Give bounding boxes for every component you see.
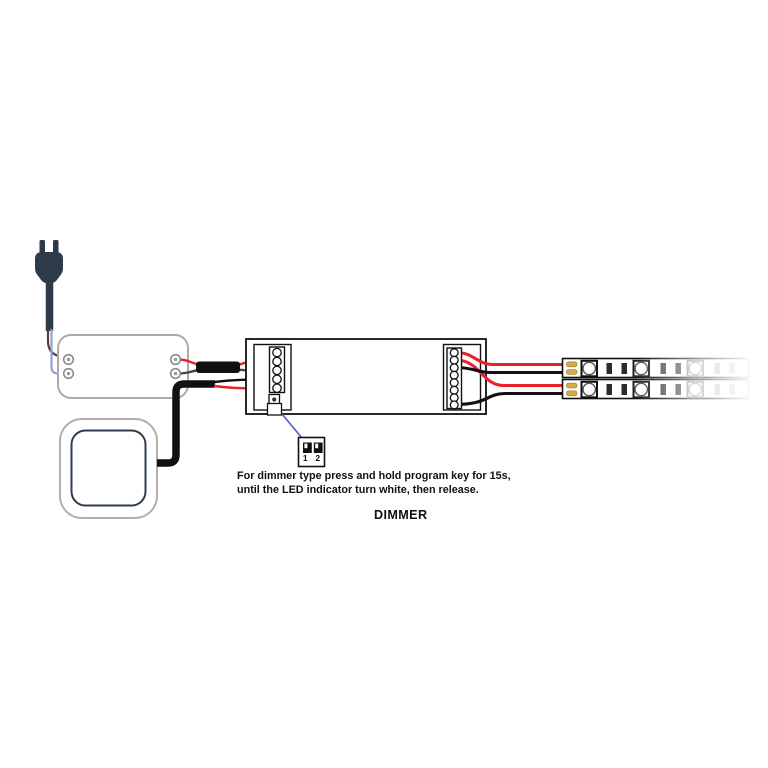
resistor [621, 363, 627, 374]
strip-fade-overlay [636, 353, 768, 403]
power-supply-box [57, 334, 189, 399]
led-indicator-dot [272, 397, 277, 402]
power-supply-outline [57, 334, 189, 399]
psu-terminal-pin [173, 357, 178, 362]
input-terminal-block [268, 346, 286, 394]
input-terminal-5 [272, 383, 282, 394]
input-terminal-1 [272, 347, 282, 358]
program-key [266, 402, 283, 416]
instruction-line-2: until the LED indicator turn white, then… [237, 483, 479, 496]
input-terminal-2 [272, 356, 282, 367]
strip-2-pad-positive [566, 382, 578, 389]
psu-terminal-pin [66, 371, 71, 376]
psu-terminals [62, 353, 182, 380]
instruction-text: For dimmer type press and hold program k… [237, 470, 511, 497]
dip-switch-icon [297, 436, 326, 468]
power-plug [35, 240, 63, 331]
output-terminal-6 [449, 385, 459, 395]
resistor [621, 384, 627, 395]
instruction-line-1: For dimmer type press and hold program k… [237, 470, 511, 482]
output-terminal-1 [449, 348, 459, 358]
output-terminal-3 [449, 363, 459, 373]
wire-black-output-2 [455, 391, 570, 407]
strip-2-pad-negative [566, 390, 578, 397]
cable-sheath [196, 361, 240, 373]
output-terminal-block [446, 347, 463, 410]
program-key-pointer-line [281, 413, 303, 439]
resistor [606, 384, 612, 395]
psu-terminal-pin [66, 357, 71, 362]
device-type-label: DIMMER [374, 508, 428, 522]
wall-switch-button [70, 429, 147, 507]
wall-switch [59, 418, 158, 519]
dip-switch-2-slider [315, 443, 319, 449]
input-terminal-3 [272, 365, 282, 376]
dip-switch-1-slider [304, 443, 308, 449]
output-terminal-8 [449, 400, 459, 410]
dip-switch-label-2: 2 [315, 452, 321, 463]
dip-switch-label-1: 1 [302, 452, 308, 463]
resistor [606, 363, 612, 374]
plug-body-icon [35, 252, 63, 283]
dip-switch-labels: 1 2 [299, 453, 324, 463]
plug-prong-right-icon [53, 240, 59, 255]
input-terminal-4 [272, 374, 282, 385]
wire-red-output-2 [455, 358, 570, 388]
wire-brown-live [46, 329, 67, 361]
led-module-lens [582, 361, 597, 376]
strip-1-pad-positive [566, 361, 578, 368]
plug-prong-left-icon [39, 240, 45, 255]
output-terminal-5 [449, 378, 459, 388]
led-module-lens [582, 382, 597, 397]
output-terminal-2 [449, 355, 459, 365]
output-terminal-4 [449, 370, 459, 380]
switch-cable [157, 380, 215, 467]
psu-terminal-pin [173, 371, 178, 376]
strip-1-pad-negative [566, 369, 578, 375]
